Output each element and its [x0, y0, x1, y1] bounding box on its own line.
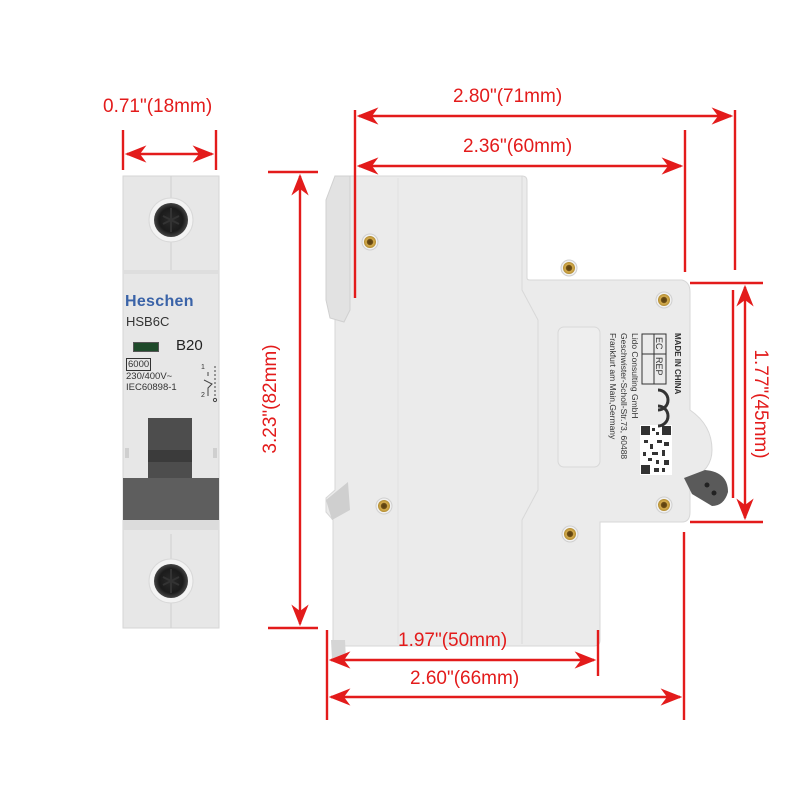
voltage-rating: 230/400V~ [126, 371, 173, 382]
dim-height: 3.23"(82mm) [260, 344, 281, 454]
address-line-1: Lido Consulting GmbH [630, 333, 640, 419]
status-indicator-window [133, 342, 159, 352]
dim-base-depth-short: 1.97"(50mm) [398, 630, 508, 651]
side-view-breaker [325, 175, 728, 660]
made-in-label: MADE IN CHINA [673, 333, 682, 395]
current-rating: B20 [176, 337, 203, 354]
terminal-mark-1: 1 [201, 364, 205, 371]
dim-base-depth-long: 2.60"(66mm) [410, 668, 520, 689]
address-line-2: Geschwister-Scholl-Str.73, 60488 [619, 333, 629, 460]
model-number: HSB6C [126, 314, 170, 329]
dim-total-depth: 2.80"(71mm) [453, 86, 563, 107]
ec-label: EC [654, 337, 664, 350]
dim-front-height: 1.77"(45mm) [750, 349, 771, 459]
breaking-capacity: 6000 [126, 358, 152, 371]
address-line-3: Frankfurt am Main,Germany [608, 333, 618, 440]
dim-front-width: 0.71"(18mm) [103, 96, 213, 117]
terminal-mark-2: 2 [201, 392, 205, 399]
brand-name: Heschen [125, 293, 194, 310]
front-view-breaker [122, 175, 220, 629]
standard-label: IEC60898-1 [126, 382, 177, 393]
rep-label: REP [654, 357, 664, 376]
dimension-lines [121, 107, 763, 720]
dim-body-depth: 2.36"(60mm) [463, 136, 573, 157]
